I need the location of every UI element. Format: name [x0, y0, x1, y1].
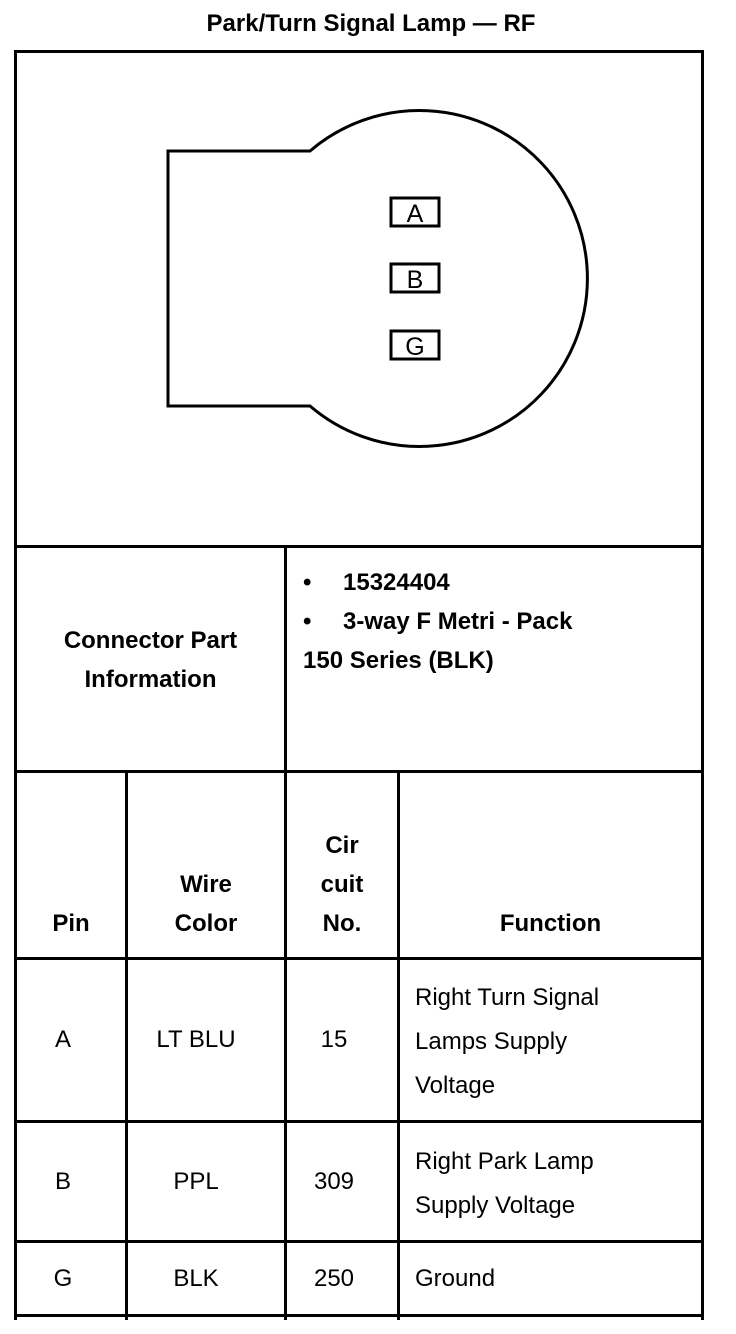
pin-box-a	[389, 196, 441, 228]
header-circuit-line2: cuit	[320, 871, 364, 898]
row-b-function-line2: Supply Voltage	[415, 1192, 576, 1219]
column-divider-wire-left	[125, 770, 128, 1320]
row-g-circuit: 250	[313, 1265, 355, 1292]
part-info-details: • 15324404 • 3-way F Metri - Pack 150 Seri…	[303, 563, 698, 680]
row-b-pin: B	[54, 1168, 71, 1195]
row-b-wire-color: PPL	[173, 1168, 219, 1195]
frame-top-line	[14, 50, 704, 53]
pin-box-b	[389, 262, 441, 294]
diagram-title: Park/Turn Signal Lamp — RF	[206, 10, 536, 37]
header-circuit-line1: Cir	[325, 832, 359, 859]
header-circuit-no: Cir cuit No.	[287, 826, 397, 943]
part-info-label: Connector Part Information	[17, 621, 284, 699]
divider-row-b-bottom	[14, 1240, 704, 1243]
row-a-function: Right Turn Signal Lamps Supply Voltage	[415, 976, 700, 1108]
bullet-icon: •	[303, 569, 312, 596]
part-number: 15324404	[343, 569, 450, 596]
row-a-function-line2: Lamps Supply	[415, 1028, 568, 1055]
row-g-function-line1: Ground	[415, 1265, 496, 1292]
connector-outline	[166, 109, 589, 448]
header-pin: Pin	[52, 910, 90, 937]
bullet-icon: •	[303, 608, 312, 635]
header-wire-line1: Wire	[180, 871, 232, 898]
divider-diagram-bottom	[14, 545, 704, 548]
row-b-function: Right Park Lamp Supply Voltage	[415, 1140, 700, 1228]
connector-face-diagram: A B G	[166, 109, 589, 448]
divider-header-bottom	[14, 957, 704, 960]
part-info-label-line1: Connector Part	[63, 627, 238, 654]
row-g-pin: G	[53, 1265, 73, 1292]
row-a-wire-color: LT BLU	[156, 1026, 236, 1053]
pin-label-g: G	[405, 333, 424, 361]
part-number-item: • 15324404	[303, 563, 698, 602]
part-type: 3-way F Metri - Pack	[343, 608, 573, 635]
divider-partinfo-bottom	[14, 770, 704, 773]
header-wire-line2: Color	[174, 910, 238, 937]
header-wire-color: Wire Color	[128, 865, 284, 943]
frame-left-line	[14, 50, 17, 1320]
row-b-circuit: 309	[313, 1168, 355, 1195]
column-divider-function-left	[397, 770, 400, 1320]
part-type-item: • 3-way F Metri - Pack	[303, 602, 698, 641]
part-info-label-line2: Information	[84, 666, 217, 693]
frame-bottom-line	[14, 1314, 704, 1317]
row-a-pin: A	[54, 1026, 71, 1053]
row-g-function: Ground	[415, 1257, 700, 1301]
header-function: Function	[499, 910, 602, 937]
part-series: 150 Series (BLK)	[303, 647, 494, 674]
column-divider-circuit-left	[284, 545, 287, 1320]
row-b-function-line1: Right Park Lamp	[415, 1148, 594, 1175]
row-a-function-line3: Voltage	[415, 1072, 496, 1099]
pin-box-g	[389, 329, 441, 361]
row-a-function-line1: Right Turn Signal	[415, 984, 600, 1011]
pin-label-a: A	[407, 200, 424, 228]
row-g-wire-color: BLK	[173, 1265, 219, 1292]
divider-row-a-bottom	[14, 1120, 704, 1123]
row-a-circuit: 15	[320, 1026, 348, 1053]
frame-right-line	[701, 50, 704, 1320]
pin-label-b: B	[407, 266, 424, 294]
header-circuit-line3: No.	[322, 910, 362, 937]
